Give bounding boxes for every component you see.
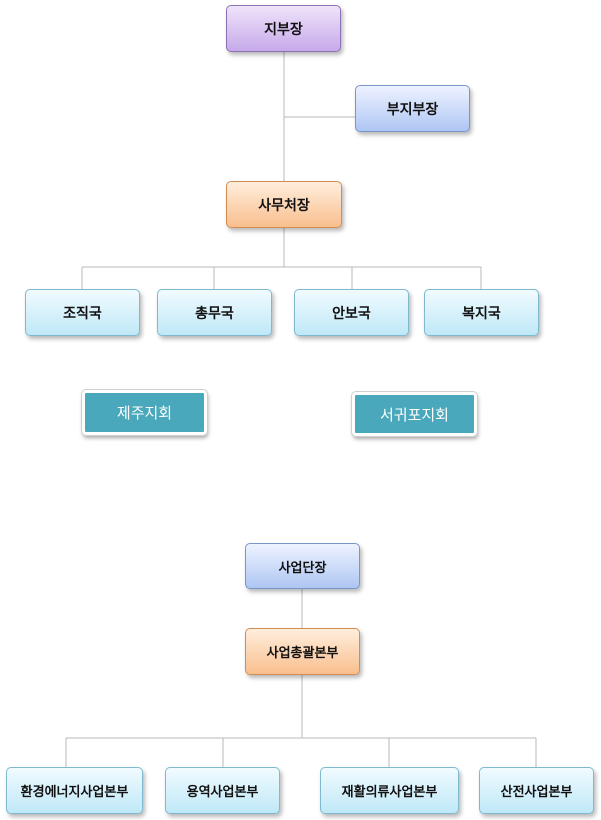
- node-branch-label: 제주지회: [116, 404, 173, 422]
- node-head: 지부장: [226, 5, 341, 52]
- node-business-general-label: 사업총괄본부: [266, 646, 339, 661]
- node-branch-2: 서귀포지회: [351, 391, 478, 437]
- node-bureau-3: 안보국: [294, 289, 409, 336]
- node-business-head: 사업단장: [245, 543, 360, 589]
- node-bureau-label: 조직국: [63, 305, 102, 322]
- node-deputy: 부지부장: [355, 85, 470, 132]
- node-bureau-label: 복지국: [462, 305, 501, 322]
- node-division-label: 용역사업본부: [186, 785, 259, 800]
- node-head-label: 지부장: [264, 21, 303, 38]
- node-division-3: 재활의류사업본부: [320, 767, 459, 814]
- node-division-label: 산전사업본부: [500, 785, 573, 800]
- node-division-2: 용역사업본부: [165, 767, 280, 814]
- node-deputy-label: 부지부장: [386, 101, 439, 118]
- node-division-1: 환경에너지사업본부: [6, 767, 143, 814]
- node-bureau-label: 안보국: [332, 305, 371, 322]
- node-secretary-label: 사무처장: [258, 197, 310, 214]
- node-division-label: 환경에너지사업본부: [20, 785, 129, 800]
- node-branch-1: 제주지회: [81, 389, 208, 436]
- node-branch-label: 서귀포지회: [379, 405, 449, 424]
- node-business-general: 사업총괄본부: [245, 628, 360, 675]
- node-bureau-label: 총무국: [195, 305, 234, 322]
- node-bureau-2: 총무국: [157, 289, 272, 336]
- node-business-head-label: 사업단장: [278, 560, 327, 576]
- node-secretary: 사무처장: [226, 181, 342, 228]
- node-bureau-1: 조직국: [25, 289, 140, 336]
- node-division-label: 재활의류사업본부: [341, 785, 438, 800]
- node-bureau-4: 복지국: [424, 289, 539, 336]
- node-division-4: 산전사업본부: [479, 767, 594, 814]
